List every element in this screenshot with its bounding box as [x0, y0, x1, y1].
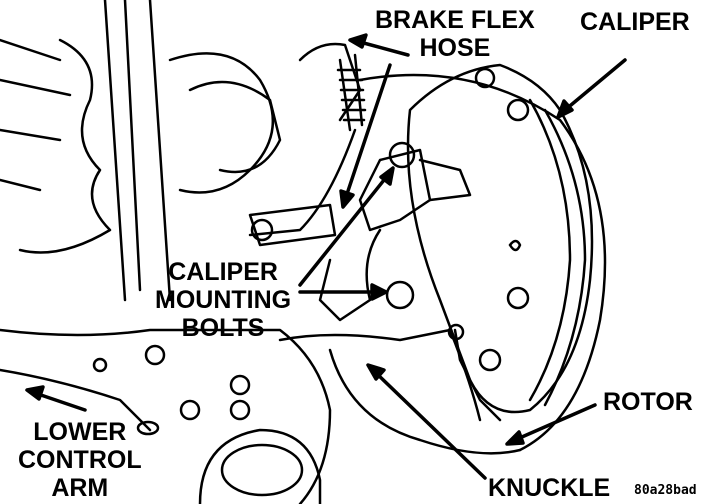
label-line: MOUNTING	[155, 286, 292, 314]
lower-control-arm	[0, 328, 332, 504]
brake-flex-hose	[248, 53, 367, 237]
knuckle	[248, 141, 502, 422]
label-line: CALIPER	[168, 258, 278, 286]
label-caliper-mounting-bolts: CALIPER MOUNTING BOLTS	[155, 258, 291, 342]
label-rotor: ROTOR	[603, 388, 693, 416]
label-line: LOWER	[33, 418, 127, 446]
strut	[0, 0, 362, 302]
label-line: CONTROL	[18, 446, 142, 474]
label-caliper: CALIPER	[580, 8, 690, 36]
rotor	[328, 73, 607, 455]
label-lower-control-arm: LOWER CONTROL ARM	[18, 418, 142, 502]
caliper	[406, 63, 594, 414]
label-brake-flex-hose: BRAKE FLEX HOSE	[375, 6, 535, 62]
leader-arrows	[25, 33, 627, 480]
label-line: ARM	[51, 474, 109, 502]
figure-code: 80a28bad	[634, 483, 697, 498]
label-line: BOLTS	[181, 314, 265, 342]
label-line: HOSE	[419, 34, 491, 62]
label-line: BRAKE FLEX	[375, 6, 535, 34]
label-knuckle: KNUCKLE	[488, 474, 611, 502]
